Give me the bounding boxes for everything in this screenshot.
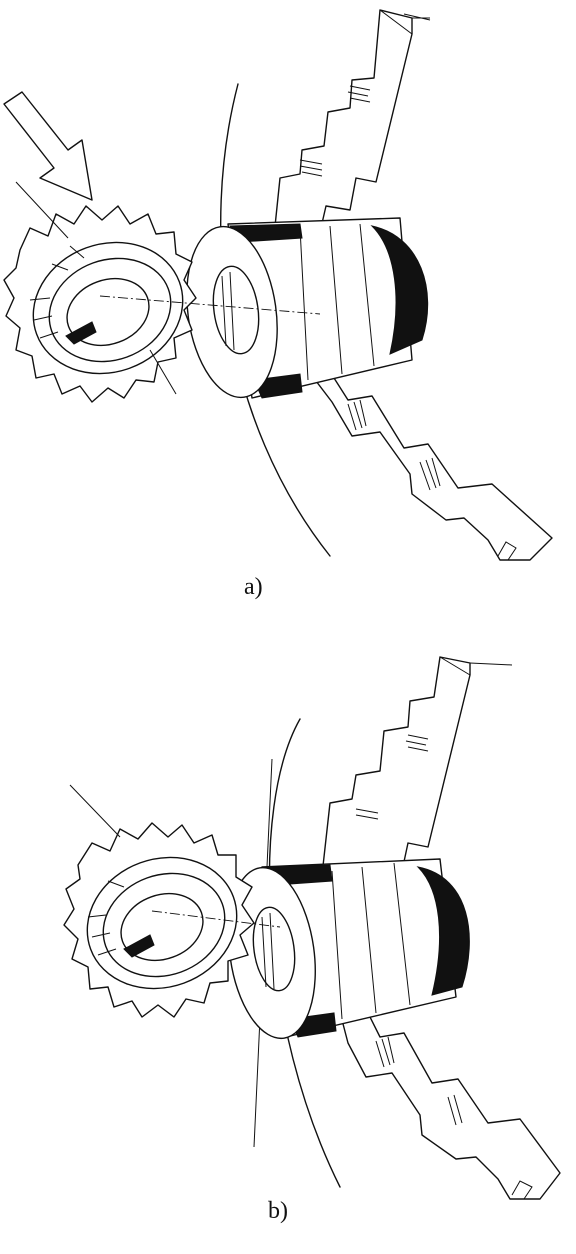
hub-shadow-right-b xyxy=(416,866,470,996)
hub-shadow-right xyxy=(370,225,429,355)
lower-stair-arm xyxy=(299,355,553,561)
caption-b: b) xyxy=(268,1198,288,1224)
axis-tail xyxy=(149,349,177,395)
figure-a-drawing xyxy=(3,9,553,561)
cutter-axis xyxy=(99,295,321,315)
leader-line-b xyxy=(69,784,121,838)
side-milling-cutter-b xyxy=(63,822,255,1018)
feed-arrow xyxy=(3,91,93,201)
caption-a: a) xyxy=(244,574,263,600)
spacer-bore-b xyxy=(252,906,296,992)
side-milling-cutter xyxy=(3,205,197,403)
figure-a: a) xyxy=(0,0,576,620)
cutter-axis-b xyxy=(151,910,281,928)
lower-stair-arm-b xyxy=(335,992,561,1200)
leader-line xyxy=(15,181,69,239)
figure-b-drawing xyxy=(63,656,561,1200)
spacer-bore xyxy=(212,265,260,355)
upper-stair-arm xyxy=(273,9,413,241)
figure-b: b) xyxy=(0,627,576,1254)
